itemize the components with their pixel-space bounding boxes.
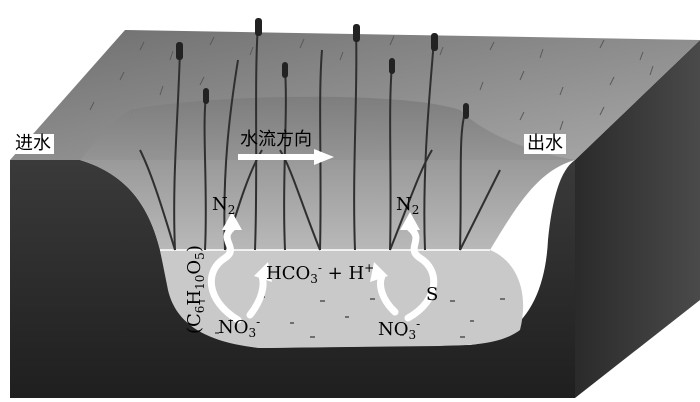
sulfur-label: S xyxy=(426,284,439,305)
h-sup: + xyxy=(364,261,375,275)
left-no3-sup: - xyxy=(256,315,261,329)
carbon-c-sub: 6 xyxy=(193,305,207,314)
outlet-label: 出水 xyxy=(524,134,566,154)
carbon-o-sub: 5 xyxy=(193,252,207,260)
plus-h: + H xyxy=(321,263,365,284)
right-n2-sub: 2 xyxy=(411,203,420,217)
right-n2-label: N2 xyxy=(396,194,420,217)
carbon-h: H xyxy=(184,289,205,306)
right-product-arrowhead xyxy=(370,262,388,282)
block-front-face xyxy=(10,160,575,398)
left-n2-label: N2 xyxy=(212,194,236,217)
right-no3-sup: - xyxy=(416,317,421,331)
carbon-open: (C xyxy=(184,313,205,334)
reed-heads xyxy=(176,18,469,119)
left-n2-base: N xyxy=(212,194,228,215)
right-no3-base: NO xyxy=(378,319,409,340)
inlet-label: 进水 xyxy=(12,134,54,154)
left-no3-sub: 3 xyxy=(248,326,257,340)
left-n2-arrowhead xyxy=(222,212,242,230)
hco3-sub: 3 xyxy=(310,272,318,286)
products-label: HCO3- + H+ xyxy=(266,262,374,285)
right-n2-base: N xyxy=(396,194,412,215)
block-side-face xyxy=(575,40,700,398)
carbon-o: O xyxy=(184,259,205,275)
flow-direction-label: 水流方向 xyxy=(240,129,312,150)
right-n2-arrowhead xyxy=(400,212,420,230)
hco3-sup: - xyxy=(317,261,322,275)
right-no3-sub: 3 xyxy=(408,328,417,342)
left-no3-label: NO3- xyxy=(218,316,260,339)
reeds xyxy=(139,24,501,251)
left-product-arrowhead xyxy=(254,262,272,282)
flow-arrow xyxy=(238,149,334,165)
carbon-close: ) xyxy=(184,245,205,253)
carbon-source-label: (C6H10O5) xyxy=(184,245,207,334)
hco3-base: HCO xyxy=(266,263,311,284)
left-n2-sub: 2 xyxy=(227,203,236,217)
carbon-h-sub: 10 xyxy=(193,274,207,290)
right-reaction-arrows xyxy=(377,224,438,322)
right-no3-label: NO3- xyxy=(378,318,420,341)
left-no3-base: NO xyxy=(218,317,249,338)
